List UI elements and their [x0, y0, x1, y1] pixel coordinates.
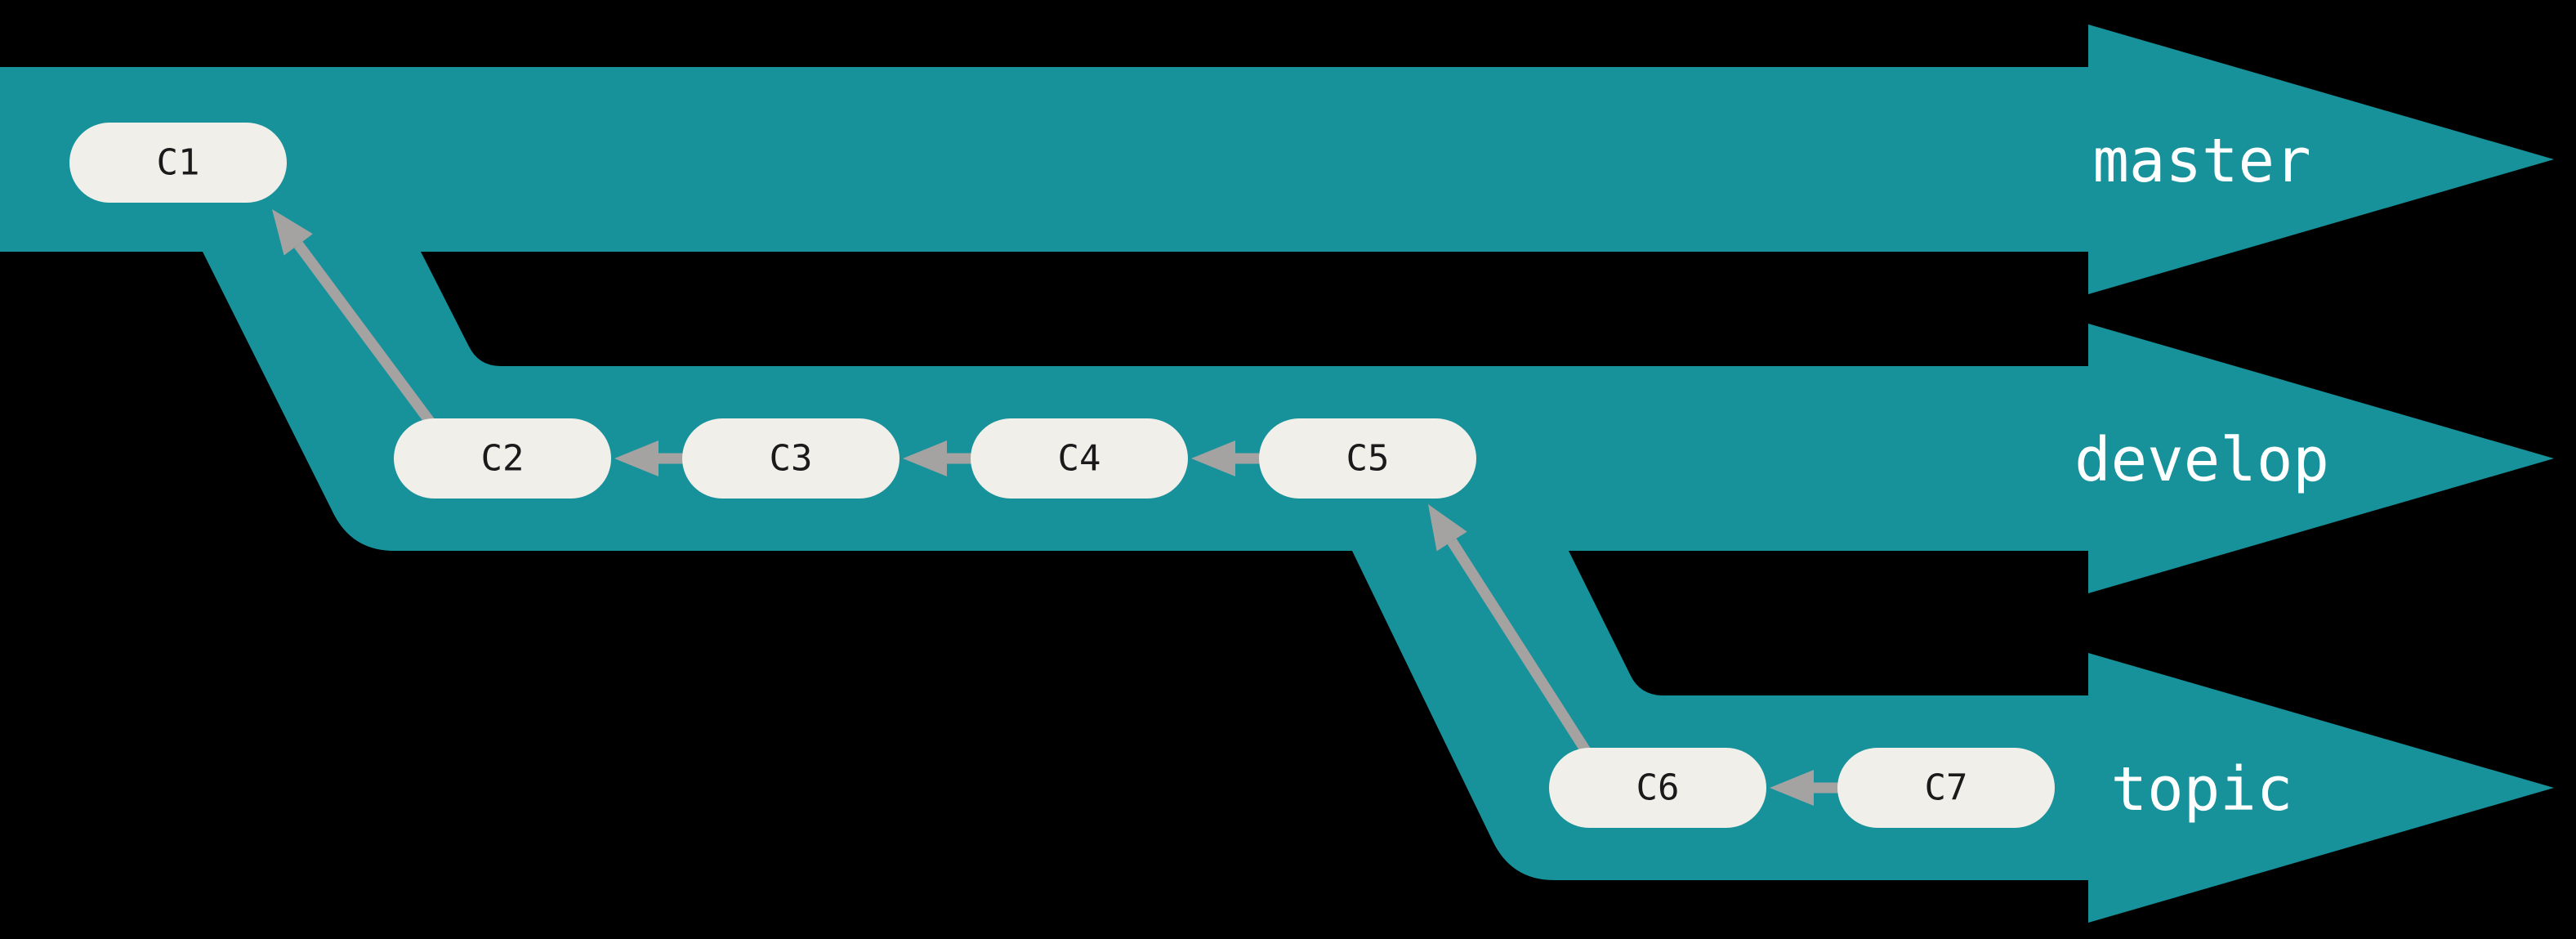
commit-node-C4 [971, 418, 1188, 499]
branch-label-develop: develop [2074, 425, 2329, 495]
branch-label-topic: topic [2111, 754, 2293, 825]
commit-label-C4: C4 [1058, 438, 1101, 480]
parent-arrow-head-C2-C1 [272, 209, 313, 256]
commit-node-C6 [1549, 748, 1766, 828]
branch-label-master: master [2092, 126, 2310, 196]
commit-label-C3: C3 [770, 438, 813, 480]
commit-label-C5: C5 [1346, 438, 1390, 480]
parent-arrow-head-C7-C6 [1770, 770, 1814, 806]
commit-label-C1: C1 [157, 142, 200, 184]
commit-node-C7 [1837, 748, 2055, 828]
commit-node-C3 [682, 418, 900, 499]
commit-node-C2 [394, 418, 611, 499]
branch-band-topic [1352, 551, 2554, 923]
commit-label-C6: C6 [1636, 767, 1680, 809]
parent-arrow-shaft-C6-C5 [1447, 538, 1596, 762]
parent-arrow-head-C3-C2 [614, 440, 659, 476]
parent-arrow-head-C4-C3 [903, 440, 947, 476]
parent-arrow-shaft-C2-C1 [294, 241, 440, 432]
parent-arrow-head-C6-C5 [1428, 504, 1467, 552]
commit-label-C7: C7 [1925, 767, 1968, 809]
commit-label-C2: C2 [481, 438, 525, 480]
branch-band-master [0, 25, 2554, 294]
commit-node-C5 [1259, 418, 1476, 499]
commit-node-C1 [69, 123, 287, 203]
parent-arrow-head-C5-C4 [1191, 440, 1235, 476]
